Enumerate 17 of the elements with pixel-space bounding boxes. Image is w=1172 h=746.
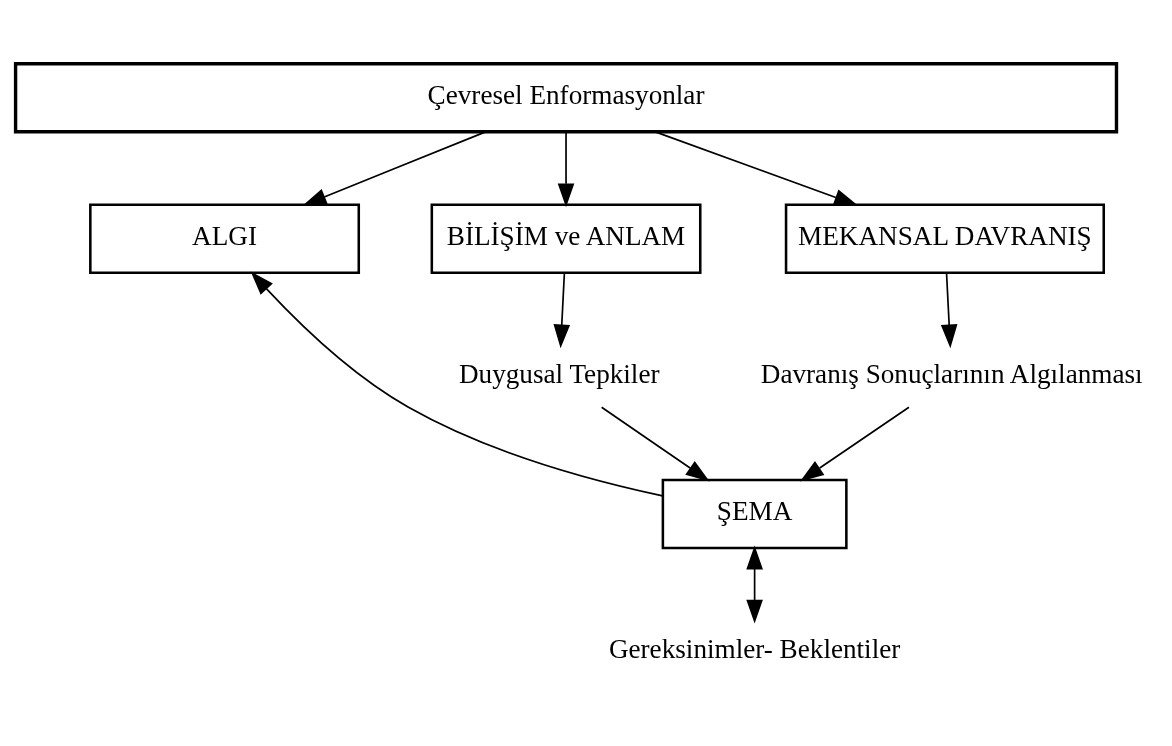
arrow (746, 545, 763, 624)
node-text: Davranış Sonuçlarının Algılanması (760, 358, 1143, 389)
arrow (600, 406, 710, 482)
node-box: ŞEMA (661, 478, 848, 550)
node-box: Çevresel Enformasyonlar (13, 62, 1119, 134)
arrow (250, 271, 664, 497)
arrow (557, 131, 575, 208)
node-text: Gereksinimler- Beklentiler (608, 634, 901, 665)
node-box: BİLİŞİM ve ANLAM (430, 203, 702, 275)
arrow (940, 272, 958, 349)
node-text: Duygusal Tepkiler (458, 358, 660, 389)
node-box: MEKANSAL DAVRANIŞ (784, 203, 1106, 275)
arrow (553, 272, 571, 349)
arrow (654, 131, 858, 206)
node-box: ALGI (89, 203, 361, 275)
arrow (302, 131, 487, 206)
arrow (800, 406, 910, 482)
